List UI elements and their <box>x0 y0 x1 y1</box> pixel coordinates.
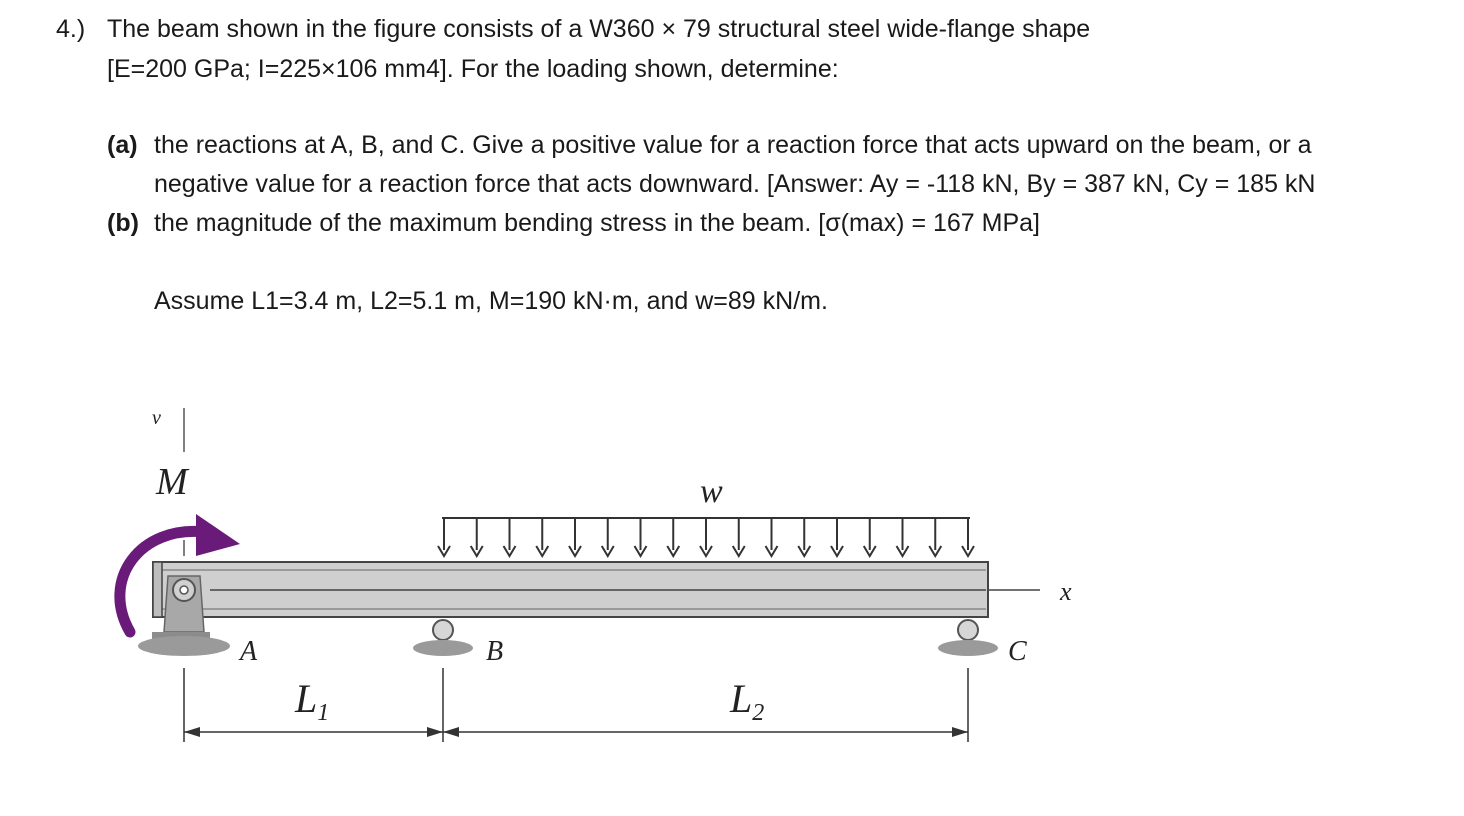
load-arrow-head <box>437 545 451 558</box>
dim-label-l2: L2 <box>729 676 764 726</box>
dim-arrow-l2-right <box>952 727 968 737</box>
x-axis-label: x <box>1059 577 1072 606</box>
dim-arrow-l2-left <box>443 727 459 737</box>
moment-arrowhead <box>196 514 240 556</box>
support-a-label: A <box>238 636 258 667</box>
dim-arrow-l1-left <box>184 727 200 737</box>
load-arrow-head <box>535 545 550 558</box>
assumptions: Assume L1=3.4 m, L2=5.1 m, M=190 kN·m, a… <box>154 287 828 315</box>
part-b-label: (b) <box>107 209 139 237</box>
moment-label: M <box>155 461 190 503</box>
part-a-label: (a) <box>107 131 138 159</box>
load-arrow-head <box>830 545 844 558</box>
part-b-line-1: the magnitude of the maximum bending str… <box>154 209 1040 237</box>
load-arrow-head <box>600 545 615 558</box>
distributed-load-arrows <box>437 518 975 558</box>
load-arrow-head <box>928 545 943 558</box>
load-arrow-head <box>699 545 713 558</box>
part-a-line-2: negative value for a reaction force that… <box>154 170 1316 198</box>
load-arrow-head <box>862 545 877 558</box>
roller-support-b <box>413 619 473 656</box>
load-arrow-head <box>764 545 779 558</box>
roller-support-c <box>938 619 998 656</box>
dim-arrow-l1-right <box>427 727 443 737</box>
support-b-label: B <box>486 636 503 667</box>
beam-end-plate <box>152 561 163 618</box>
part-a-line-1: the reactions at A, B, and C. Give a pos… <box>154 131 1312 159</box>
load-arrow-head <box>666 545 681 558</box>
load-arrow-head <box>797 545 812 558</box>
dim-label-l1: L1 <box>294 676 329 726</box>
problem-statement-line-2: [E=200 GPa; I=225×106 mm4]. For the load… <box>107 55 839 83</box>
load-arrow-head <box>895 545 910 558</box>
problem-statement-line-1: The beam shown in the figure consists of… <box>107 15 1091 43</box>
load-arrow-head <box>961 545 975 558</box>
load-arrow-head <box>568 545 582 558</box>
load-arrow-head <box>502 545 517 558</box>
support-c-label: C <box>1008 636 1027 667</box>
load-label: w <box>700 473 723 510</box>
moment-arc <box>114 525 211 638</box>
load-arrow-head <box>731 545 746 558</box>
load-arrow-head <box>469 545 484 558</box>
pin-support-a <box>138 575 230 656</box>
v-axis-label: v <box>152 407 161 429</box>
problem-number: 4.) <box>56 15 86 43</box>
load-arrow-head <box>633 545 648 558</box>
